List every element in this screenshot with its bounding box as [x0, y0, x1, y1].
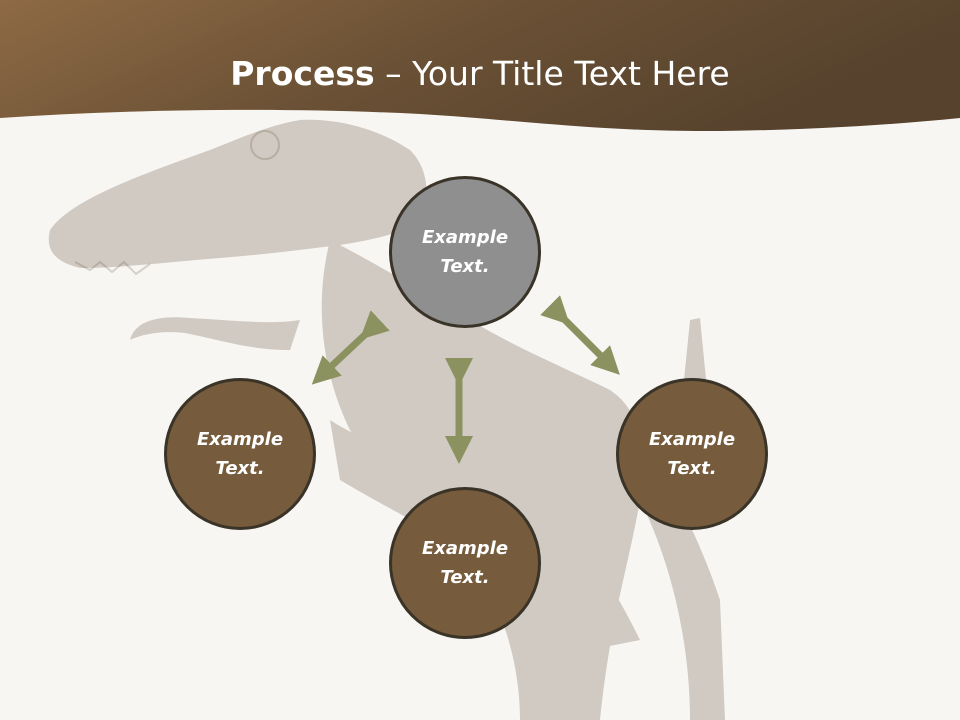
title-rest: – Your Title Text Here	[374, 54, 730, 93]
node-label: Example Text.	[421, 538, 509, 588]
arrow-right-diagonal	[540, 295, 620, 375]
node-top: Example Text.	[389, 176, 541, 328]
header-band	[0, 0, 960, 132]
node-label: Example Text.	[648, 429, 736, 479]
node-label: Example Text.	[196, 429, 284, 479]
node-label: Example Text.	[421, 227, 509, 277]
node-right: Example Text.	[616, 378, 768, 530]
slide-title: Process – Your Title Text Here	[0, 52, 960, 96]
title-bold: Process	[230, 54, 375, 93]
node-left: Example Text.	[164, 378, 316, 530]
node-bottom: Example Text.	[389, 487, 541, 639]
arrow-left-diagonal	[311, 310, 390, 385]
